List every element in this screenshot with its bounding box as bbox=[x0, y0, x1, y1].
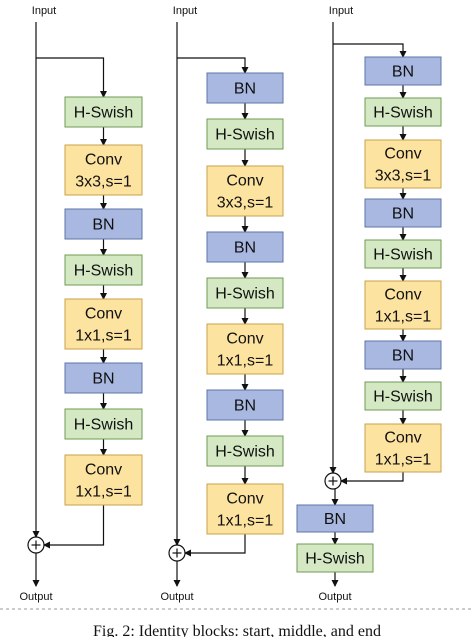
h-swish-block bbox=[364, 239, 442, 269]
block-label: BN bbox=[324, 511, 346, 528]
block-label: BN bbox=[92, 217, 114, 234]
output-label: Output bbox=[19, 591, 52, 603]
block-label: BN bbox=[392, 348, 414, 365]
block-label: H-Swish bbox=[215, 127, 275, 144]
bn-block bbox=[64, 208, 143, 240]
branch-connector bbox=[36, 57, 107, 98]
block-label: Conv bbox=[85, 306, 122, 323]
h-swish-block bbox=[64, 254, 143, 286]
block-label: 3x3,s=1 bbox=[75, 174, 132, 191]
bn-block bbox=[364, 198, 442, 228]
branch-connector bbox=[333, 43, 407, 58]
block-label: H-Swish bbox=[215, 444, 275, 461]
residual-return bbox=[184, 534, 246, 557]
conv-block bbox=[206, 323, 284, 375]
h-swish-block bbox=[206, 118, 284, 150]
block-label: 1x1,s=1 bbox=[217, 353, 274, 370]
bn-block bbox=[206, 231, 284, 263]
h-swish-block bbox=[296, 543, 374, 573]
bn-block bbox=[206, 72, 284, 104]
h-swish-block bbox=[364, 381, 442, 411]
bn-block bbox=[364, 340, 442, 370]
block-label: Conv bbox=[384, 287, 421, 304]
block-label: H-Swish bbox=[74, 105, 134, 122]
residual-return bbox=[43, 505, 105, 549]
h-swish-block bbox=[206, 277, 284, 309]
block-label: H-Swish bbox=[373, 247, 433, 264]
branch-connector bbox=[177, 57, 249, 74]
block-label: H-Swish bbox=[74, 263, 134, 280]
block-label: 3x3,s=1 bbox=[375, 168, 432, 185]
block-label: 1x1,s=1 bbox=[217, 513, 274, 530]
block-label: Conv bbox=[226, 331, 263, 348]
conv-block bbox=[64, 144, 143, 196]
h-swish-block bbox=[64, 408, 143, 440]
block-label: BN bbox=[392, 206, 414, 223]
conv-block bbox=[364, 139, 442, 189]
bn-block bbox=[64, 362, 143, 394]
conv-block bbox=[364, 423, 442, 473]
block-label: H-Swish bbox=[74, 417, 134, 434]
block-label: 1x1,s=1 bbox=[375, 452, 432, 469]
input-label: Input bbox=[173, 5, 197, 17]
block-label: Conv bbox=[384, 430, 421, 447]
bn-block bbox=[206, 389, 284, 421]
block-label: 1x1,s=1 bbox=[75, 484, 132, 501]
block-label: Conv bbox=[384, 146, 421, 163]
output-label: Output bbox=[160, 591, 193, 603]
conv-block bbox=[206, 483, 284, 535]
block-label: 3x3,s=1 bbox=[217, 195, 274, 212]
block-label: H-Swish bbox=[305, 551, 365, 568]
residual-return bbox=[340, 472, 404, 485]
conv-block bbox=[64, 298, 143, 350]
block-label: 1x1,s=1 bbox=[375, 309, 432, 326]
conv-block bbox=[64, 454, 143, 506]
input-label: Input bbox=[32, 5, 56, 17]
block-label: Conv bbox=[85, 462, 122, 479]
block-label: Conv bbox=[226, 491, 263, 508]
bn-block bbox=[364, 56, 442, 86]
block-label: H-Swish bbox=[215, 286, 275, 303]
figure-caption: Fig. 2: Identity blocks: start, middle, … bbox=[93, 623, 381, 637]
block-label: H-Swish bbox=[373, 105, 433, 122]
block-label: 1x1,s=1 bbox=[75, 328, 132, 345]
block-label: BN bbox=[234, 398, 256, 415]
h-swish-block bbox=[64, 96, 143, 128]
bn-block bbox=[296, 504, 374, 533]
block-label: Conv bbox=[226, 173, 263, 190]
output-label: Output bbox=[318, 591, 351, 603]
block-label: BN bbox=[234, 240, 256, 257]
conv-block bbox=[206, 165, 284, 217]
conv-block bbox=[364, 280, 442, 330]
h-swish-block bbox=[206, 435, 284, 467]
block-label: H-Swish bbox=[373, 389, 433, 406]
block-label: BN bbox=[92, 371, 114, 388]
block-label: Conv bbox=[85, 152, 122, 169]
h-swish-block bbox=[364, 97, 442, 127]
input-label: Input bbox=[329, 5, 353, 17]
block-label: BN bbox=[234, 81, 256, 98]
block-label: BN bbox=[392, 64, 414, 81]
